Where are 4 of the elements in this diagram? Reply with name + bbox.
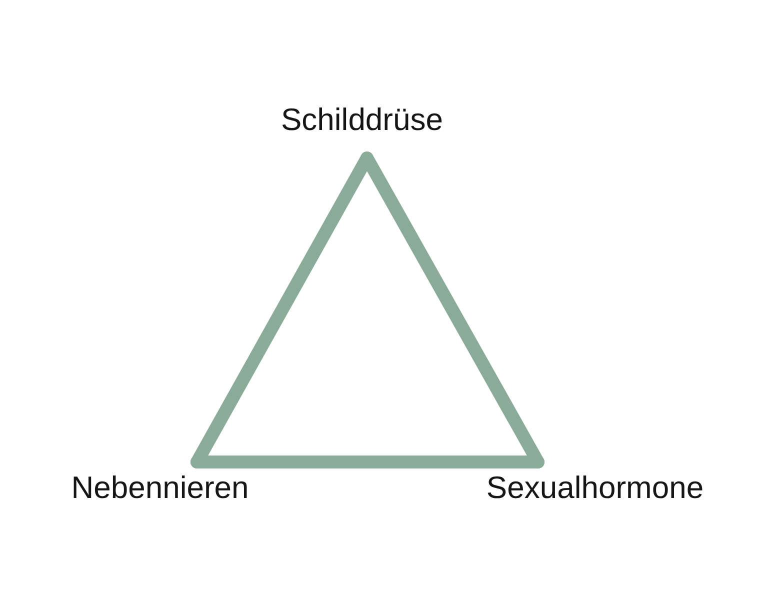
vertex-label: Sexualhormone bbox=[486, 470, 704, 506]
vertex-label: Nebennieren bbox=[71, 470, 249, 506]
triangle-side bbox=[360, 152, 544, 468]
vertex-label: Schilddrüse bbox=[281, 102, 443, 138]
